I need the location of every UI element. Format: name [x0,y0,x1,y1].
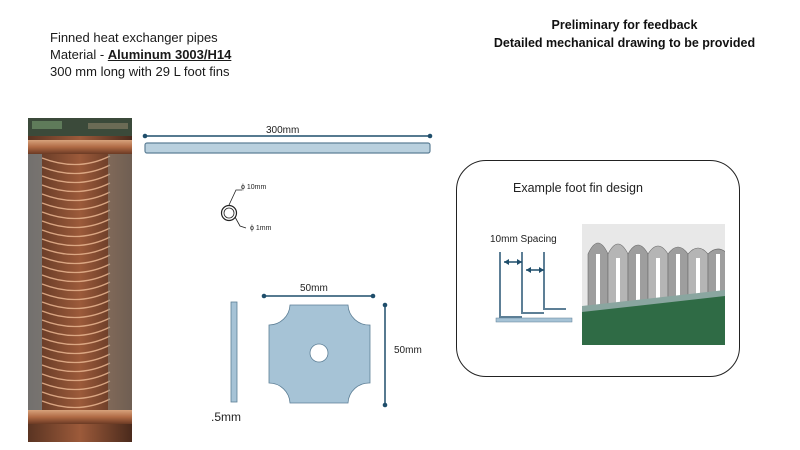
description-title: Finned heat exchanger pipes [50,30,218,45]
fin-height-label: 50mm [394,345,422,356]
notice-line-2: Detailed mechanical drawing to be provid… [493,36,756,50]
material-prefix: Material - [50,47,108,62]
fin-center-hole [309,343,329,363]
material-line: Material - Aluminum 3003/H14 [50,46,231,63]
od-leader [228,189,242,206]
notice-line-1: Preliminary for feedback [551,18,698,32]
l-foot-fin-sketch [499,252,566,318]
dimension-endpoint [142,133,148,139]
spacing-label: 10mm Spacing [490,234,557,245]
fin-width-label: 50mm [300,283,328,294]
pipe-body [144,142,431,154]
wall-leader [234,216,247,229]
outer-diameter-label: ϕ 10mm [241,184,267,191]
fin-count-line: 300 mm long with 29 L foot fins [50,64,230,79]
wall-thickness-label: ϕ 1mm [250,225,272,232]
material-value: Aluminum 3003/H14 [107,47,232,62]
dimension-endpoint [427,133,433,139]
pipe-length-label: 300mm [266,125,300,136]
finned-pipe-photo [28,118,132,442]
description-block: Finned heat exchanger pipes Material - A… [50,29,231,80]
example-design-panel [456,160,740,377]
example-title: Example foot fin design [513,181,643,195]
fin-side-view [230,301,238,403]
example-fin-photo [582,224,725,345]
base-tube-sketch [495,317,573,323]
fin-thickness-label: .5mm [211,410,241,424]
feedback-notice: Preliminary for feedback Detailed mechan… [462,16,787,52]
